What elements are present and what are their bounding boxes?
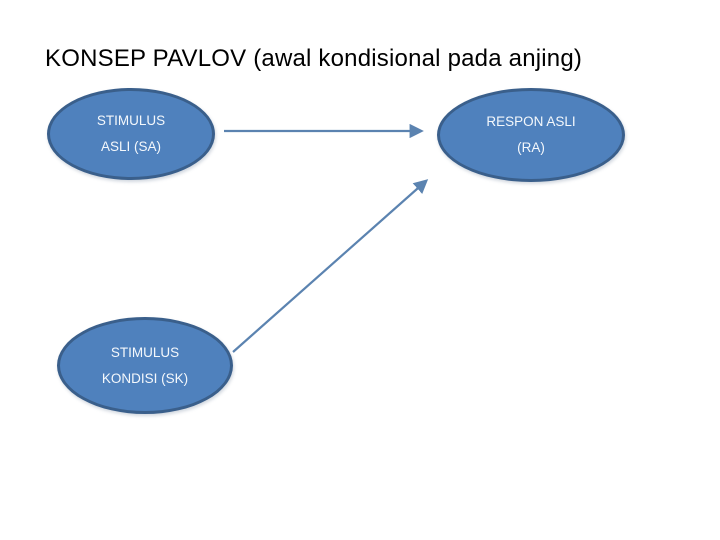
node-label-line: STIMULUS: [110, 344, 180, 360]
node-stimulus-kondisi: STIMULUS KONDISI (SK): [57, 317, 233, 414]
node-label-line: (RA): [517, 140, 545, 155]
node-stimulus-asli: STIMULUS ASLI (SA): [47, 88, 215, 180]
arrow-sk-to-ra: [232, 179, 429, 353]
node-label-line: RESPON ASLI: [486, 114, 576, 129]
node-label-line: ASLI (SA): [100, 139, 162, 154]
node-respon-asli: RESPON ASLI (RA): [437, 88, 625, 182]
slide-title: KONSEP PAVLOV (awal kondisional pada anj…: [45, 45, 583, 72]
node-label-line: STIMULUS: [96, 113, 166, 128]
node-label-line: KONDISI (SK): [101, 370, 189, 386]
